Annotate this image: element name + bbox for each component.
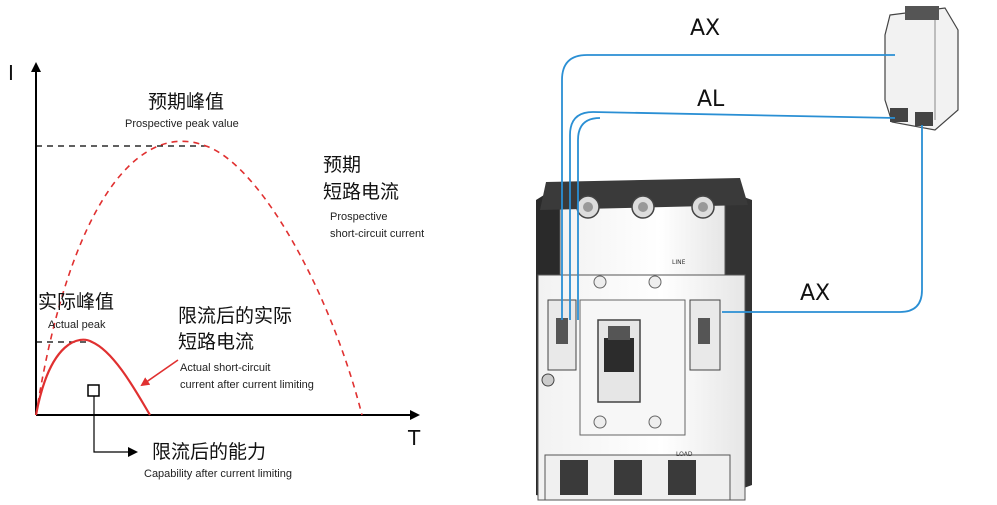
prospective-current-label-zh-1: 预期 <box>323 154 361 176</box>
actual-current-label-en-1: Actual short-circuit <box>180 362 270 374</box>
actual-peak-label-zh: 实际峰值 <box>38 291 114 313</box>
actual-current-label-zh-1: 限流后的实际 <box>178 305 292 327</box>
x-axis-label: T <box>407 426 421 450</box>
line-terminals <box>576 195 715 219</box>
aux-module-terminal <box>890 108 908 122</box>
auxiliary-contact-module <box>884 6 959 131</box>
actual-current-label-en-2: current after current limiting <box>180 379 314 391</box>
aux-module-body <box>884 7 959 131</box>
wire-al <box>569 111 896 320</box>
load-terminal-slot <box>614 460 642 495</box>
load-terminal-slot <box>560 460 588 495</box>
aux-wires <box>561 54 923 320</box>
accessory-contact <box>556 318 568 344</box>
actual-peak-label-en: Actual peak <box>48 319 106 331</box>
load-terminal-slot <box>668 460 696 495</box>
cover-screw-icon <box>648 415 662 429</box>
wire-al-return <box>577 117 601 320</box>
terminal-screw-icon <box>698 202 708 212</box>
terminal-screw-icon <box>638 202 648 212</box>
breaker-handle <box>604 338 634 372</box>
actual-current-label-zh-2: 短路电流 <box>178 331 254 353</box>
cover-screw-icon <box>648 275 662 289</box>
prospective-peak-label-zh: 预期峰值 <box>148 91 224 113</box>
actual-current-arrow <box>140 359 179 387</box>
capability-marker-square <box>87 384 100 397</box>
aux-module-clip <box>905 6 939 20</box>
cover-screw-icon <box>593 275 607 289</box>
wire-ax-top <box>561 54 895 320</box>
capability-leader-line <box>93 396 138 457</box>
breaker-wiring-illustration: LINE LOAD AX AL AX <box>536 6 959 501</box>
y-axis-label: I <box>8 61 14 85</box>
capability-label-zh: 限流后的能力 <box>152 441 266 463</box>
prospective-current-curve <box>35 140 363 416</box>
prospective-current-label-en-1: Prospective <box>330 211 387 223</box>
ax-right-label: AX <box>800 281 830 306</box>
breaker-handle-top <box>608 326 630 340</box>
al-label: AL <box>697 87 725 112</box>
accessory-contact <box>698 318 710 344</box>
breaker-load-label: LOAD <box>676 451 693 458</box>
capability-label-en: Capability after current limiting <box>144 468 292 480</box>
prospective-current-label-zh-2: 短路电流 <box>323 181 399 203</box>
terminal-screw-icon <box>583 202 593 212</box>
circuit-breaker: LINE LOAD <box>536 178 752 501</box>
cover-screw-icon <box>593 415 607 429</box>
wire-ax-right <box>722 125 923 313</box>
prospective-peak-label-en: Prospective peak value <box>125 118 239 130</box>
aux-module-terminal <box>915 112 933 126</box>
actual-current-curve <box>34 338 151 416</box>
current-limiting-graph: I T 预期峰值 Prospective peak value 预期 短路电流 … <box>8 61 424 480</box>
indicator-dot-icon <box>541 373 555 387</box>
breaker-line-label: LINE <box>672 259 686 266</box>
prospective-current-label-en-2: short-circuit current <box>330 228 424 240</box>
ax-top-label: AX <box>690 16 720 41</box>
